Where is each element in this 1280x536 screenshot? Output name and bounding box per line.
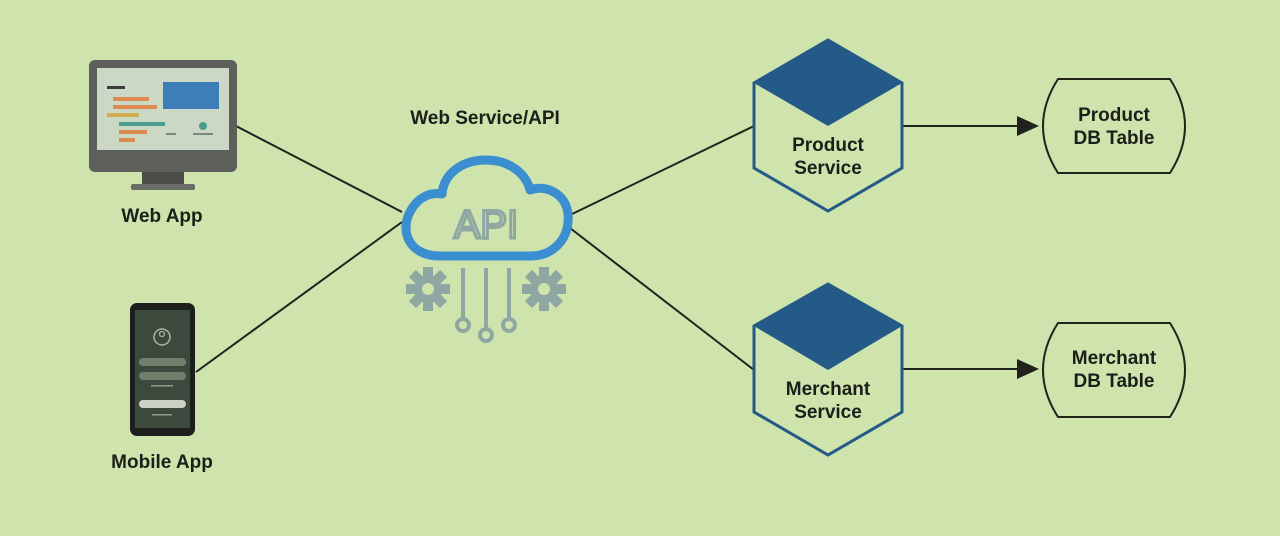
hexagon-top-face — [754, 284, 902, 370]
web-app-label: Web App — [121, 206, 202, 227]
merchant-service-label-line1: Merchant — [786, 379, 871, 400]
merchant-db-node: Merchant DB Table — [1042, 322, 1186, 418]
edge-webapp-api — [235, 125, 403, 213]
merchant-service-node: Merchant Service — [752, 282, 904, 457]
mobile-phone-icon — [130, 303, 195, 436]
merchant-db-label-line2: DB Table — [1074, 371, 1155, 392]
connectors — [195, 116, 1039, 379]
web-app-node: Web App — [89, 60, 237, 227]
merchant-service-label-line2: Service — [794, 402, 862, 423]
cloud-icon — [401, 155, 573, 261]
edge-api-merchant-service — [569, 227, 755, 371]
product-service-node: Product Service — [752, 38, 904, 213]
product-db-node: Product DB Table — [1042, 78, 1186, 174]
hexagon-top-face — [754, 40, 902, 126]
mobile-app-node: Mobile App — [111, 303, 213, 473]
product-db-label-line2: DB Table — [1074, 128, 1155, 149]
edge-mobileapp-api — [195, 221, 403, 373]
circuit-lines-icon — [455, 268, 517, 343]
product-db-label-line1: Product — [1078, 105, 1150, 126]
merchant-db-label-line1: Merchant — [1072, 348, 1157, 369]
mobile-app-label: Mobile App — [111, 452, 213, 473]
api-cloud-text: API — [454, 203, 518, 247]
gear-icon-right — [522, 267, 566, 311]
product-service-label-line1: Product — [792, 135, 864, 156]
db-table-shape — [1042, 322, 1186, 418]
api-node: Web Service/API API — [401, 108, 573, 343]
desktop-monitor-icon — [89, 60, 237, 190]
edge-api-product-service — [569, 125, 755, 216]
gear-icon-left — [406, 267, 450, 311]
db-table-shape — [1042, 78, 1186, 174]
product-service-label-line2: Service — [794, 158, 862, 179]
api-label: Web Service/API — [410, 108, 560, 129]
